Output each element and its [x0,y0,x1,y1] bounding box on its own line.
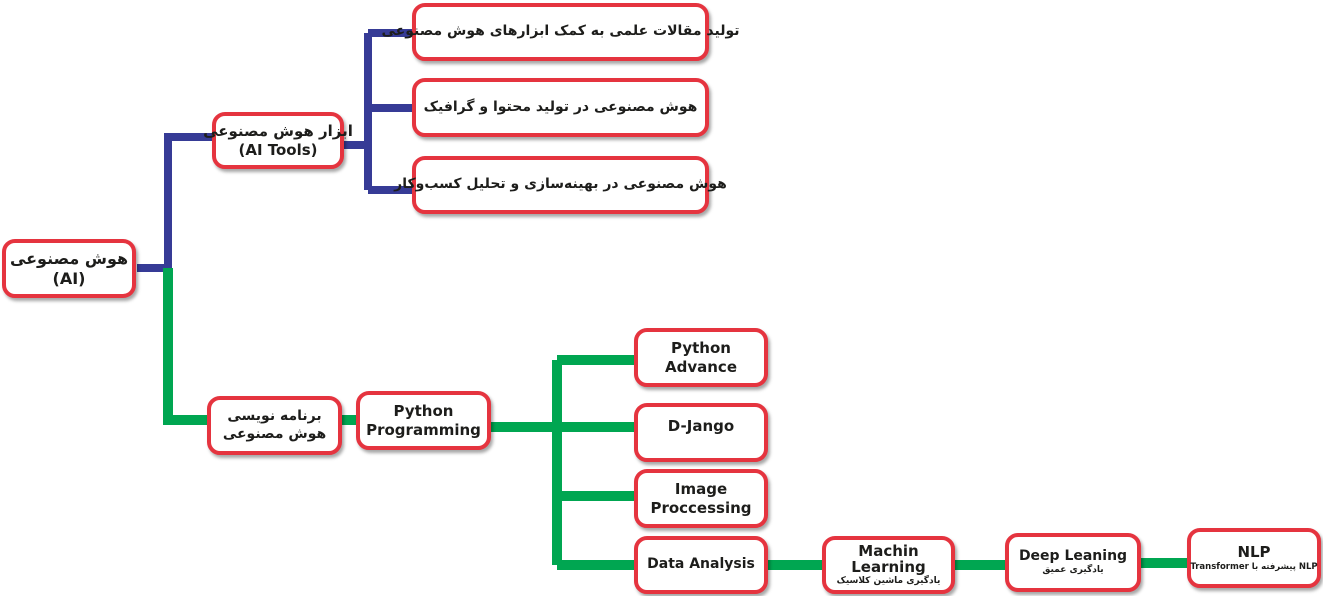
node-root-ai[interactable]: هوش مصنوعی (AI) [2,239,136,298]
connector-root-to-ai-tools [137,133,213,272]
node-django-line1: D-Jango [667,417,735,435]
node-nlp[interactable]: NLP NLP پیشرفته با Transformer [1187,528,1321,588]
node-ai-tools-line2: (AI Tools) [238,140,318,159]
node-image-processing-line1: Image [674,479,728,498]
node-ai-programming-line2: هوش مصنوعی [222,425,327,442]
node-deep-learning[interactable]: Deep Leaning یادگیری عمیق [1005,533,1141,592]
node-tool-content[interactable]: هوش مصنوعی در تولید محتوا و گرافیک [412,78,709,137]
connector-root-to-programming [163,268,208,425]
node-ai-tools-line1: ابزار هوش مصنوعی [203,121,353,140]
node-python-advance[interactable]: Python Advance [634,328,768,387]
node-data-analysis-line1: Data Analysis [647,556,755,573]
node-root-ai-line2: (AI) [52,268,86,288]
node-tool-articles-line1: تولید مقالات علمی به کمک ابزارهای هوش مص… [381,23,740,40]
node-image-processing[interactable]: Image Proccessing [634,469,768,528]
node-deep-learning-line2: یادگیری عمیق [1042,565,1104,576]
node-nlp-line1: NLP [1237,543,1271,562]
node-ai-tools[interactable]: ابزار هوش مصنوعی (AI Tools) [203,112,353,169]
node-ai-programming-line1: برنامه نویسی [227,408,322,424]
node-python-programming-line2: Programming [366,420,481,439]
node-root-ai-line1: هوش مصنوعی [9,248,129,268]
node-python-programming-line1: Python [393,401,454,420]
node-ai-programming[interactable]: برنامه نویسی هوش مصنوعی [207,396,342,455]
node-data-analysis[interactable]: Data Analysis [634,536,768,594]
node-machine-learning[interactable]: Machin Learning یادگیری ماشین کلاسیک [822,536,955,594]
node-tool-business[interactable]: هوش مصنوعی در بهینه‌سازی و تحلیل کسب‌وکا… [394,156,727,214]
node-machine-learning-line1: Machin [858,541,919,560]
node-tool-articles[interactable]: تولید مقالات علمی به کمک ابزارهای هوش مص… [381,3,740,61]
node-python-advance-line1: Python [671,338,731,357]
programming-connectors [163,268,1188,570]
ai-tools-connectors [137,29,413,272]
node-tool-business-line1: هوش مصنوعی در بهینه‌سازی و تحلیل کسب‌وکا… [394,176,727,193]
node-python-advance-line2: Advance [665,357,737,376]
node-tool-content-line1: هوش مصنوعی در تولید محتوا و گرافیک [423,98,698,115]
node-machine-learning-line3: یادگیری ماشین کلاسیک [836,575,941,586]
node-python-programming[interactable]: Python Programming [356,391,491,450]
node-nlp-line2: NLP پیشرفته با Transformer [1190,561,1318,572]
node-deep-learning-line1: Deep Leaning [1018,547,1128,564]
node-image-processing-line2: Proccessing [650,498,752,517]
node-django[interactable]: D-Jango [634,403,768,462]
node-machine-learning-line2: Learning [851,558,926,577]
